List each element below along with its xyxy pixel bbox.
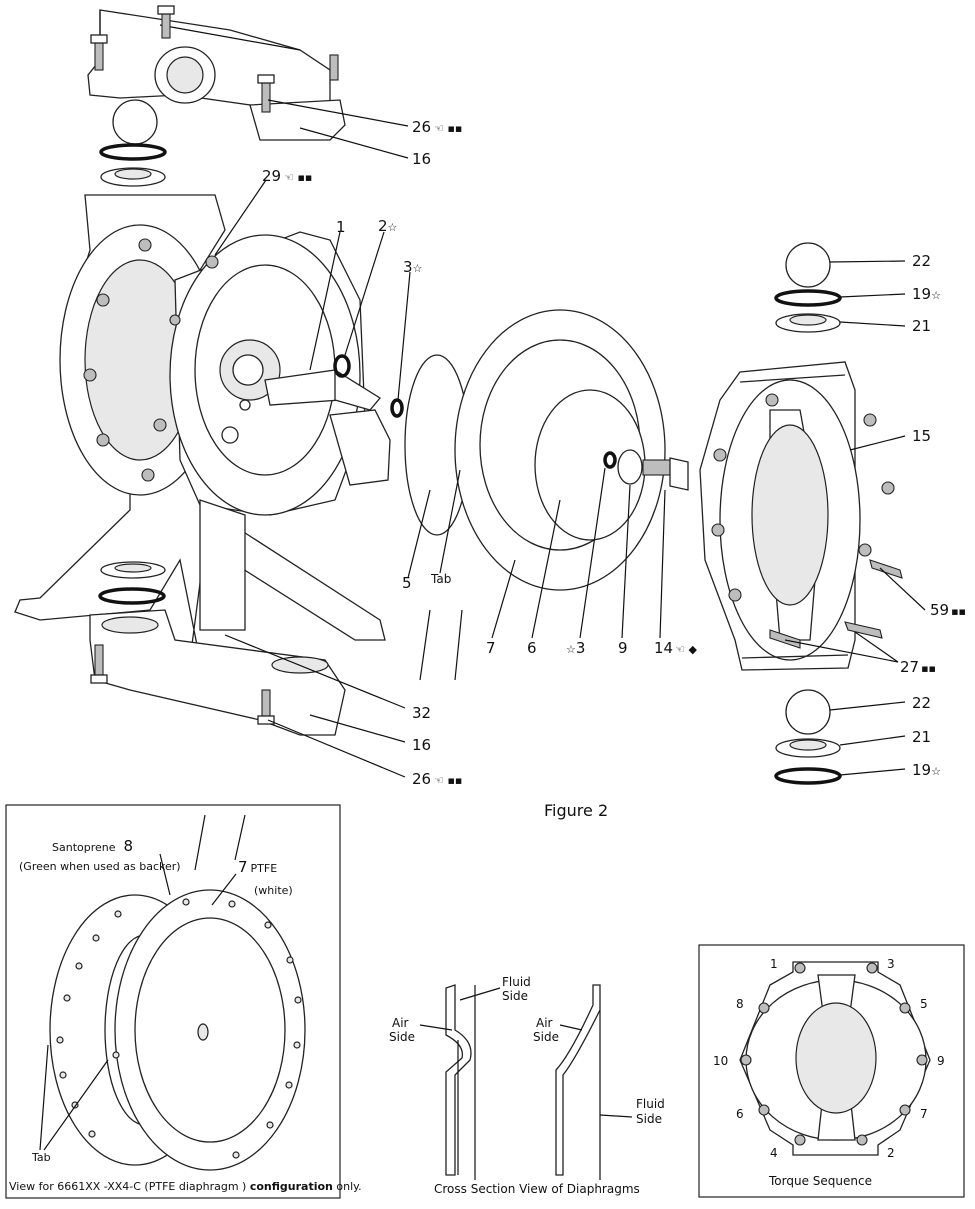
top-o-ring-left <box>99 143 167 161</box>
torque-position-10: 10 <box>713 1054 728 1068</box>
callout-3-lower: ☆3 <box>566 639 585 657</box>
bottom-o-ring-right <box>774 767 842 785</box>
callout-21-bottom: 21 <box>912 728 931 746</box>
callout-32: 32 <box>412 704 431 722</box>
inset-tab-label: Tab <box>31 1151 51 1164</box>
right-fluid-chamber <box>699 361 903 671</box>
left-pump-body <box>14 194 404 691</box>
air-side-1-a: Air <box>392 1016 409 1030</box>
torque-position-3: 3 <box>887 957 895 971</box>
inset-cross-section: Fluid Side Air Side Air Side Fluid Side … <box>389 975 665 1196</box>
top-manifold <box>87 5 346 141</box>
torque-position-6: 6 <box>736 1107 744 1121</box>
callout-21-top: 21 <box>912 317 931 335</box>
shaft-o-ring-2 <box>333 354 351 378</box>
inset-torque-sequence: 1 3 8 5 10 9 6 7 4 2 Torque Sequence <box>698 944 965 1198</box>
callout-59: 59▪▪ <box>930 601 966 619</box>
fluid-side-1-a: Fluid <box>502 975 531 989</box>
callout-1: 1 <box>336 218 346 236</box>
air-side-1-b: Side <box>389 1030 415 1044</box>
torque-position-9: 9 <box>937 1054 945 1068</box>
cross-section-caption: Cross Section View of Diaphragms <box>434 1182 640 1196</box>
callout-7: 7 <box>486 639 496 657</box>
callout-26-bottom: 26☜ ▪▪ <box>412 770 462 788</box>
santoprene-note: (Green when used as backer) <box>19 860 181 873</box>
top-check-ball-right <box>785 242 831 288</box>
torque-position-8: 8 <box>736 997 744 1011</box>
callout-labels: 26☜ ▪▪ 16 29☜ ▪▪ 1 2☆ 3☆ 22 19☆ 21 15 59… <box>262 118 966 788</box>
fluid-side-2-a: Fluid <box>636 1097 665 1111</box>
callout-19-bottom: 19☆ <box>912 761 941 779</box>
callout-3-upper: 3☆ <box>403 258 423 276</box>
callout-tab: Tab <box>430 572 451 586</box>
air-side-2-b: Side <box>533 1030 559 1044</box>
callout-6: 6 <box>527 639 537 657</box>
ptfe-footer: View for 6661XX -XX4-C (PTFE diaphragm )… <box>9 1180 362 1193</box>
callout-29: 29☜ ▪▪ <box>262 167 312 185</box>
shaft-o-ring-3 <box>390 398 404 418</box>
diaphragm-o-ring-3 <box>603 451 617 469</box>
ptfe-note: (white) <box>254 884 293 897</box>
callout-19-top: 19☆ <box>912 285 941 303</box>
torque-position-7: 7 <box>920 1107 928 1121</box>
bottom-manifold <box>89 609 346 736</box>
callout-16-bottom: 16 <box>412 736 431 754</box>
leader-lines <box>214 99 926 778</box>
fluid-side-2-b: Side <box>636 1112 662 1126</box>
figure-caption: Figure 2 <box>544 801 608 820</box>
top-check-ball-left <box>112 99 158 145</box>
outer-plate-9 <box>617 449 643 485</box>
torque-position-5: 5 <box>920 997 928 1011</box>
callout-26-top: 26☜ ▪▪ <box>412 118 462 136</box>
callout-22-top: 22 <box>912 252 931 270</box>
torque-caption: Torque Sequence <box>768 1174 872 1188</box>
top-o-ring-right <box>774 289 842 307</box>
callout-16-top: 16 <box>412 150 431 168</box>
air-side-2-a: Air <box>536 1016 553 1030</box>
torque-position-4: 4 <box>770 1146 778 1160</box>
callout-9: 9 <box>618 639 628 657</box>
bolt-14 <box>642 457 689 491</box>
torque-position-1: 1 <box>770 957 778 971</box>
callout-27: 27▪▪ <box>900 658 936 676</box>
bottom-check-ball-right <box>785 689 831 735</box>
callout-15: 15 <box>912 427 931 445</box>
callout-22-bottom: 22 <box>912 694 931 712</box>
torque-position-2: 2 <box>887 1146 895 1160</box>
callout-5: 5 <box>402 574 412 592</box>
fluid-side-1-b: Side <box>502 989 528 1003</box>
callout-2: 2☆ <box>378 217 398 235</box>
callout-14: 14☜ ◆ <box>654 639 697 657</box>
